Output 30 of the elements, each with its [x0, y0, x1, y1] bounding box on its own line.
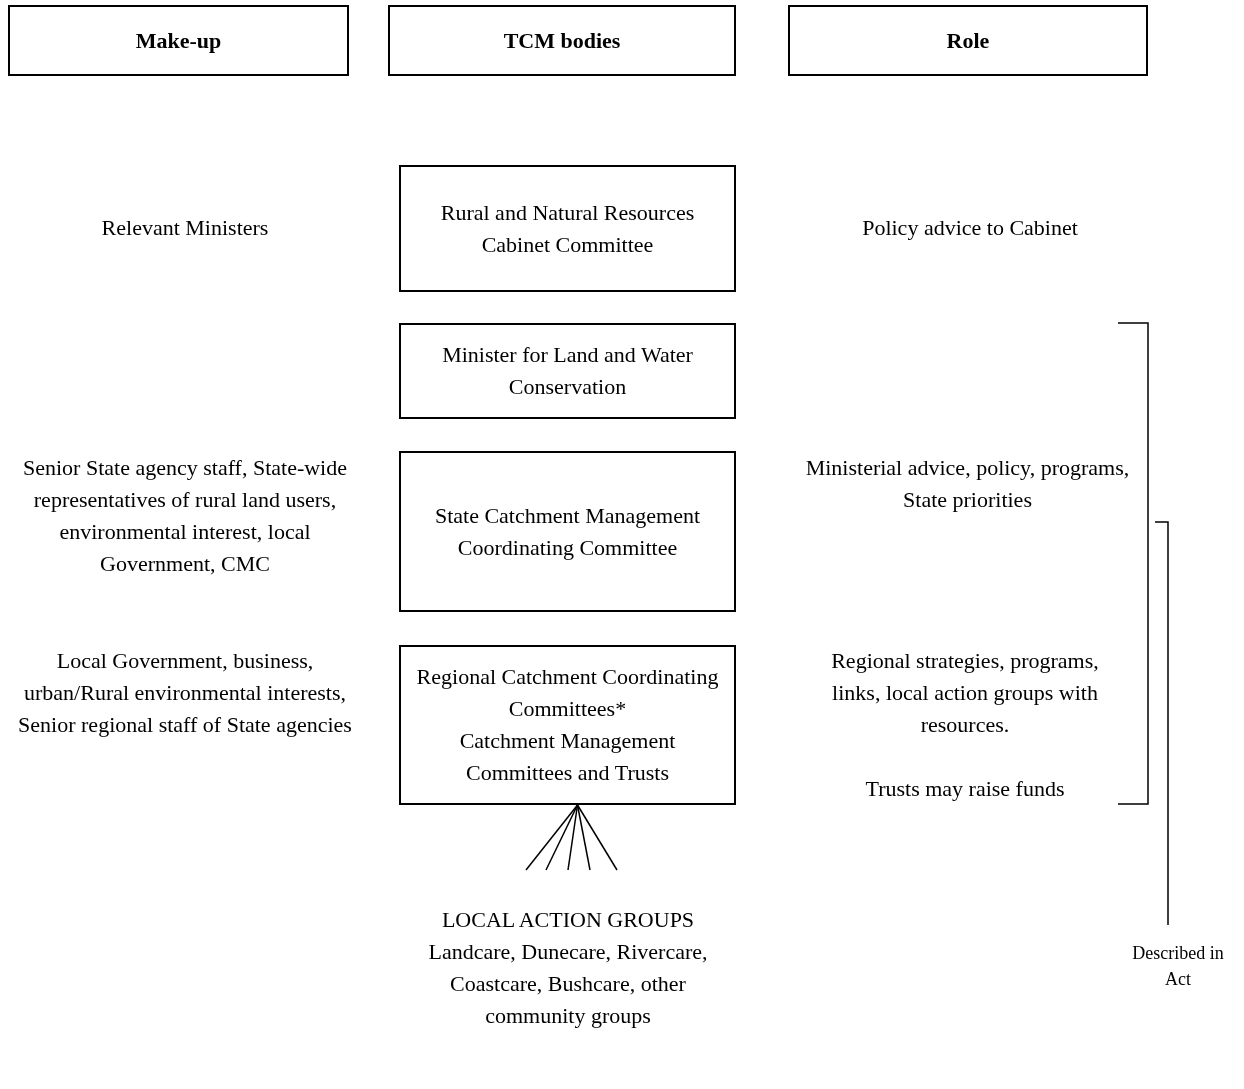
box-label: State Catchment Management Coordinating Committee — [433, 501, 702, 562]
role-text: Trusts may raise funds — [864, 775, 1066, 803]
connector-line — [576, 804, 618, 871]
connector-line — [576, 804, 591, 871]
box-label: Catchment Management Committees and Trusts — [458, 727, 677, 787]
group-heading: LOCAL ACTION GROUPS — [440, 906, 696, 934]
box-label: Regional Catchment Coordinating Committees* — [415, 663, 720, 723]
column-header-box — [788, 5, 1148, 76]
committee-box — [399, 165, 736, 292]
column-header-box — [388, 5, 736, 76]
make-up-text: Senior State agency staff, State-wide representatives of rural land users, environmental interest, local Government, CMC — [22, 454, 348, 578]
column-header: Make-up — [135, 26, 222, 55]
role-text: Regional strategies, programs, links, local action groups with resources. — [830, 647, 1100, 739]
connector-line — [567, 804, 579, 871]
note-text: Described in Act — [1131, 942, 1225, 991]
role-text: Policy advice to Cabinet — [861, 214, 1079, 242]
committee-box — [399, 323, 736, 419]
column-header: Role — [946, 26, 990, 55]
column-header-box — [8, 5, 349, 76]
box-label: Minister for Land and Water Conservation — [441, 341, 694, 401]
group-list: Landcare, Dunecare, Rivercare, Coastcare, Bushcare, other community groups — [400, 936, 736, 1032]
committee-box — [399, 645, 736, 805]
column-header: TCM bodies — [503, 26, 621, 55]
connector-line — [545, 804, 579, 871]
role-text: Ministerial advice, policy, programs, State priorities — [804, 454, 1131, 514]
box-label: Rural and Natural Resources Cabinet Committee — [439, 198, 696, 259]
make-up-text: Relevant Ministers — [100, 214, 270, 242]
make-up-text: Local Government, business, urban/Rural environmental interests, Senior regional staff of State agencies — [17, 647, 353, 739]
connector-line — [525, 804, 579, 871]
committee-box — [399, 451, 736, 612]
